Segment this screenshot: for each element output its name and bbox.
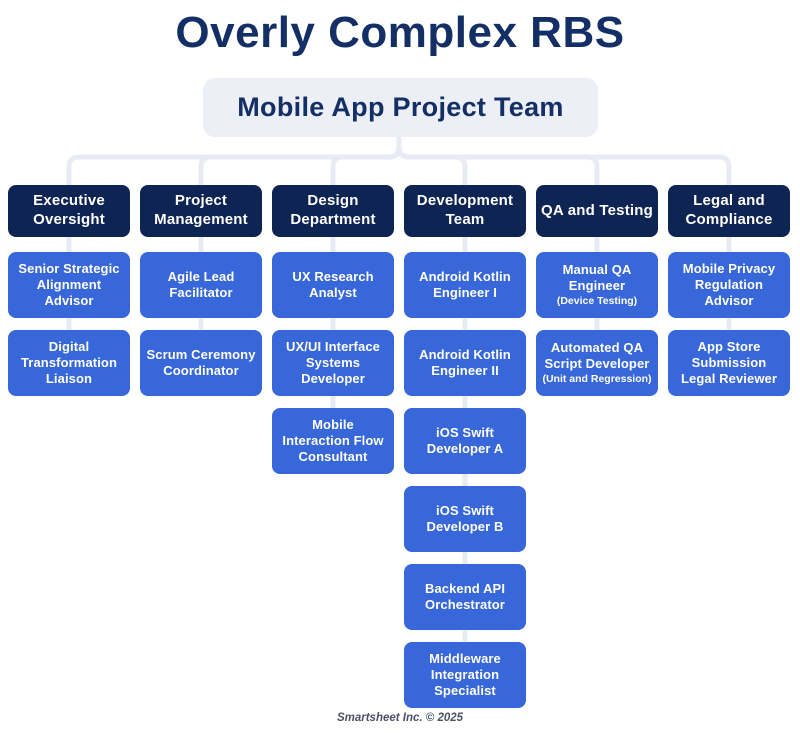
role-box: Manual QA Engineer(Device Testing): [536, 252, 658, 318]
role-label: Mobile Interaction Flow Consultant: [282, 417, 384, 464]
role-label: Mobile Privacy Regulation Advisor: [682, 261, 776, 308]
department-header-label: Legal and Compliance: [685, 192, 773, 228]
org-column: Executive Oversight Senior Strategic Ali…: [8, 185, 130, 708]
role-box: iOS Swift Developer A: [404, 408, 526, 474]
root-node: Mobile App Project Team: [203, 78, 598, 137]
role-sublabel: (Device Testing): [556, 295, 638, 308]
role-box: Middleware Integration Specialist: [404, 642, 526, 708]
role-label: Android Kotlin Engineer I: [419, 269, 511, 300]
role-label: UX/UI Interface Systems Developer: [286, 339, 380, 386]
role-box: Agile Lead Facilitator: [140, 252, 262, 318]
role-label: Agile Lead Facilitator: [167, 269, 235, 300]
department-header-box: Legal and Compliance: [668, 185, 790, 237]
department-header-box: Executive Oversight: [8, 185, 130, 237]
role-box: App Store Submission Legal Reviewer: [668, 330, 790, 396]
role-box: Automated QA Script Developer(Unit and R…: [536, 330, 658, 396]
column-children: Manual QA Engineer(Device Testing) Automa…: [536, 237, 658, 396]
role-box: UX Research Analyst: [272, 252, 394, 318]
footer-credit: Smartsheet Inc. © 2025: [336, 712, 464, 724]
role-label: Android Kotlin Engineer II: [419, 347, 511, 378]
org-column: Project Management Agile Lead Facilitato…: [140, 185, 262, 708]
page-title: Overly Complex RBS: [175, 8, 625, 57]
org-columns: Executive Oversight Senior Strategic Ali…: [8, 185, 790, 708]
role-sublabel: (Unit and Regression): [542, 373, 652, 386]
department-header-label: Design Department: [290, 192, 376, 228]
role-label: Scrum Ceremony Coordinator: [146, 347, 256, 378]
department-header-box: Design Department: [272, 185, 394, 237]
role-box: Digital Transformation Liaison: [8, 330, 130, 396]
department-header-label: QA and Testing: [541, 201, 653, 219]
department-header-label: Executive Oversight: [33, 192, 105, 228]
role-label: Digital Transformation Liaison: [20, 339, 118, 386]
column-children: Android Kotlin Engineer I Android Kotlin …: [404, 237, 526, 708]
role-box: Senior Strategic Alignment Advisor: [8, 252, 130, 318]
role-box: Scrum Ceremony Coordinator: [140, 330, 262, 396]
role-label: iOS Swift Developer A: [426, 425, 504, 456]
role-box: Backend API Orchestrator: [404, 564, 526, 630]
role-box: UX/UI Interface Systems Developer: [272, 330, 394, 396]
role-box: Mobile Privacy Regulation Advisor: [668, 252, 790, 318]
org-column: Development Team Android Kotlin Engineer…: [404, 185, 526, 708]
role-box: Android Kotlin Engineer II: [404, 330, 526, 396]
role-label: iOS Swift Developer B: [426, 503, 504, 534]
role-label: Manual QA Engineer: [562, 262, 632, 294]
department-header-box: QA and Testing: [536, 185, 658, 237]
department-header-label: Project Management: [154, 192, 248, 228]
root-node-label: Mobile App Project Team: [237, 92, 564, 122]
role-label: App Store Submission Legal Reviewer: [680, 339, 778, 386]
department-header-box: Project Management: [140, 185, 262, 237]
role-box: iOS Swift Developer B: [404, 486, 526, 552]
role-label: Middleware Integration Specialist: [429, 651, 501, 698]
role-box: Android Kotlin Engineer I: [404, 252, 526, 318]
role-label: Backend API Orchestrator: [424, 581, 506, 612]
org-column: QA and Testing Manual QA Engineer(Device…: [536, 185, 658, 708]
department-header-label: Development Team: [416, 192, 514, 228]
org-column: Legal and Compliance Mobile Privacy Regu…: [668, 185, 790, 708]
role-label: Senior Strategic Alignment Advisor: [18, 261, 120, 308]
role-box: Mobile Interaction Flow Consultant: [272, 408, 394, 474]
role-label: UX Research Analyst: [292, 269, 374, 300]
role-label: Automated QA Script Developer: [544, 340, 650, 372]
department-header-box: Development Team: [404, 185, 526, 237]
